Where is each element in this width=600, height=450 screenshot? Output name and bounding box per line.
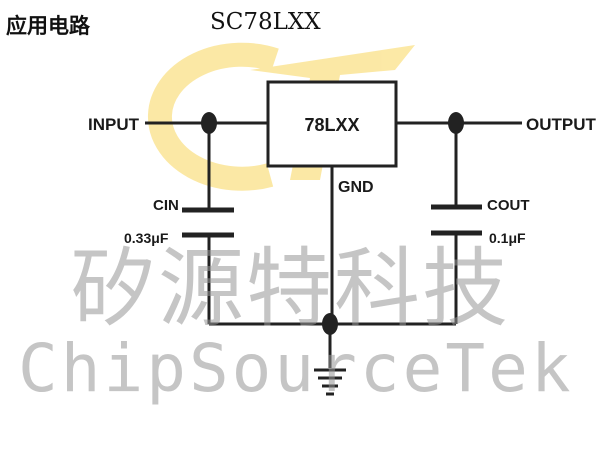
cout-label: COUT	[487, 197, 530, 214]
cin-value: 0.33μF	[124, 230, 169, 246]
part-number: SC78LXX	[210, 9, 321, 35]
page-title: 应用电路	[6, 14, 90, 38]
input-label: INPUT	[88, 115, 140, 134]
logo-arc	[147, 42, 279, 191]
cout-value: 0.1μF	[489, 230, 526, 246]
watermark-english: ChipSourceTek	[18, 330, 574, 407]
watermark-chinese: 矽源特科技	[70, 239, 510, 339]
ground-icon	[314, 368, 346, 396]
output-label: OUTPUT	[526, 115, 597, 134]
logo-text: CST	[330, 69, 335, 71]
gnd-label: GND	[338, 179, 374, 196]
cin-label: CIN	[153, 197, 179, 214]
regulator-label: 78LXX	[304, 115, 359, 135]
